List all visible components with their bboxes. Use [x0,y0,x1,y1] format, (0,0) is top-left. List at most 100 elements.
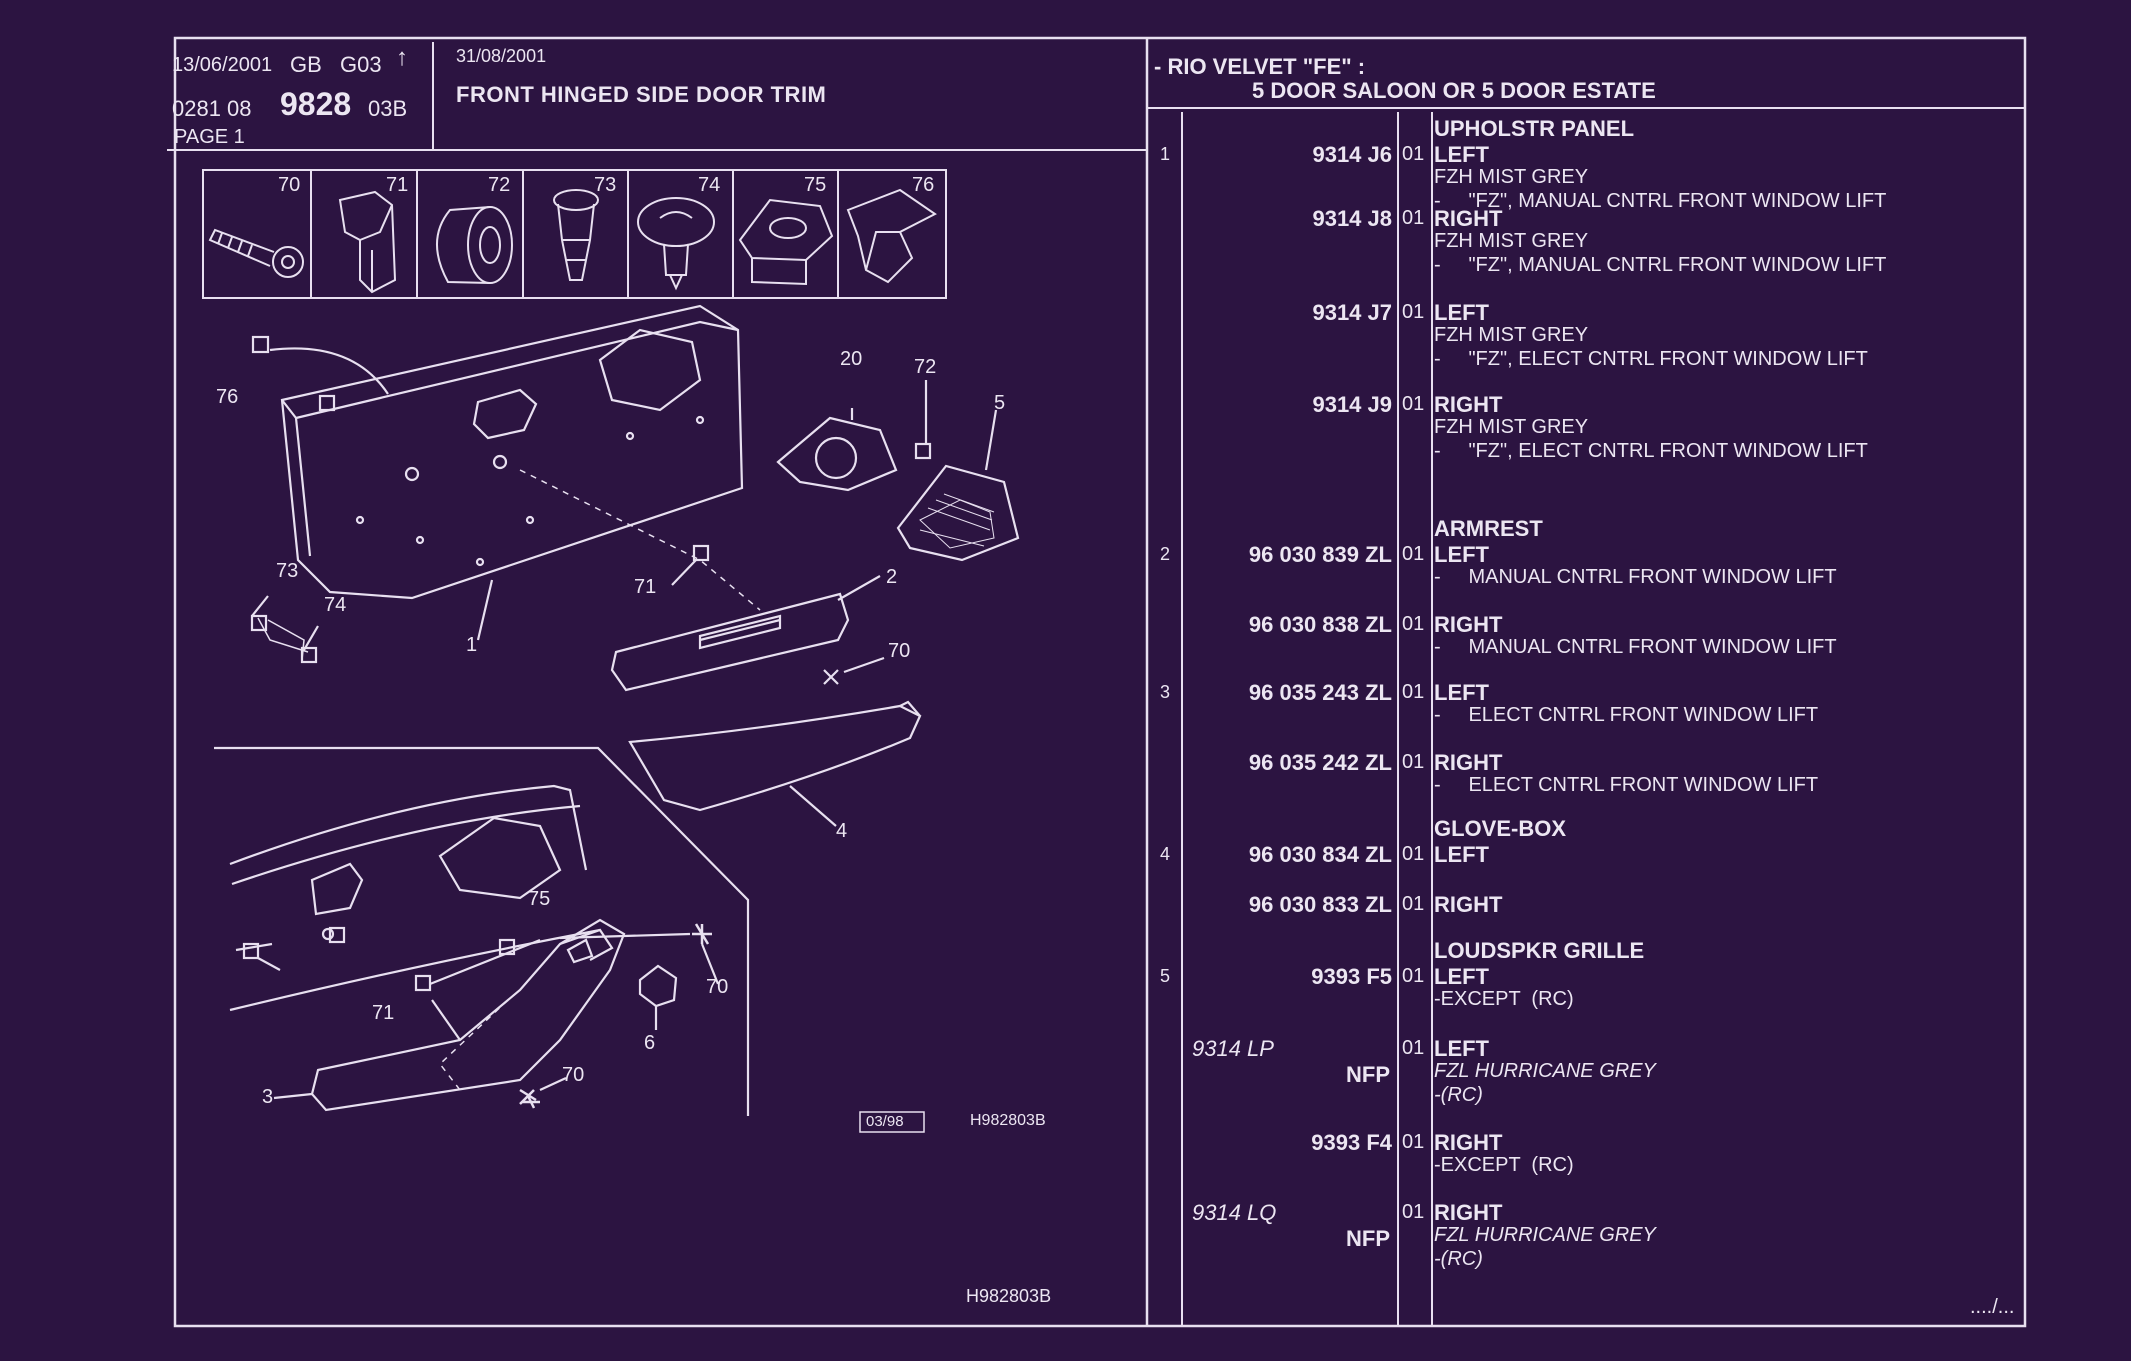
quantity: 01 [1402,1131,1425,1153]
update-date: 31/08/2001 [456,46,547,66]
quantity: 01 [1402,1037,1425,1059]
door-panel-outline [280,304,744,600]
part-description: FZH MIST GREY [1434,166,1589,188]
part-number: 9314 LQ [1192,1200,1277,1225]
fastener-label: 72 [488,174,511,196]
part-description: - "FZ", MANUAL CNTRL FRONT WINDOW LIFT [1434,190,1887,212]
quantity: 01 [1402,1201,1425,1223]
part-description: FZH MIST GREY [1434,416,1589,438]
part-description: -(RC) [1434,1248,1483,1270]
part-number: 9314 LP [1192,1036,1274,1061]
part-number: 96 030 833 ZL [1248,892,1392,917]
callout-20: 20 [840,348,863,370]
diagram-date: 03/98 [866,1113,904,1130]
holder-icon [738,198,834,286]
side-label: RIGHT [1434,392,1503,417]
part-number: 9314 J6 [1312,142,1392,167]
model-line-1: - RIO VELVET "FE" : [1154,54,1366,79]
callout-2: 2 [886,566,898,588]
quantity: 01 [1402,843,1425,865]
nfp-tag: NFP [1346,1226,1390,1251]
side-label: RIGHT [1434,1130,1503,1155]
part-description: FZH MIST GREY [1434,230,1589,252]
callout-73: 73 [276,560,299,582]
quantity: 01 [1402,207,1425,229]
part-description: FZL HURRICANE GREY [1434,1224,1656,1246]
callout-71: 71 [634,576,657,598]
callout-74: 74 [324,594,347,616]
quantity: 01 [1402,301,1425,323]
part-number: 9314 J9 [1312,392,1392,417]
push-pin-icon [553,189,599,281]
side-label: RIGHT [1434,750,1503,775]
callout-72: 72 [914,356,937,378]
armrest-lower-outline [310,918,626,1112]
side-label: RIGHT [1434,612,1503,637]
arrow-up-icon: ↑ [396,44,408,71]
speaker-grille-outline [896,464,1020,562]
section-heading: GLOVE-BOX [1434,816,1567,841]
quantity: 01 [1402,393,1425,415]
side-label: LEFT [1434,680,1489,705]
callout-5: 5 [994,392,1006,414]
model-line-2: 5 DOOR SALOON OR 5 DOOR ESTATE [1252,78,1656,103]
fastener-label: 70 [278,174,301,196]
callout-76: 76 [216,386,239,408]
part-number: 9314 J7 [1312,300,1392,325]
item-number: 5 [1160,966,1171,986]
callout-3: 3 [262,1086,274,1108]
part-description: FZL HURRICANE GREY [1434,1060,1656,1082]
part-number: 9393 F5 [1311,964,1392,989]
fastener-label: 76 [912,174,935,196]
part-description: -EXCEPT (RC) [1434,988,1574,1010]
quantity: 01 [1402,143,1425,165]
diagram-ref: H982803B [970,1112,1046,1129]
part-description: - ELECT CNTRL FRONT WINDOW LIFT [1434,774,1819,796]
side-label: LEFT [1434,300,1489,325]
group-code: G03 [340,52,382,77]
quantity: 01 [1402,893,1425,915]
side-label: LEFT [1434,542,1489,567]
fastener-label: 75 [804,174,827,196]
section-heading: UPHOLSTR PANEL [1434,116,1635,141]
quantity: 01 [1402,965,1425,987]
part-number: 9393 F4 [1311,1130,1392,1155]
rivet-icon [637,197,715,291]
part-number: 96 030 838 ZL [1248,612,1392,637]
issue-date: 13/06/2001 [172,54,273,76]
bracket-icon [846,188,937,284]
ref-prefix: 0281 08 [172,96,252,121]
part-number: 96 035 242 ZL [1248,750,1392,775]
glovebox-outline [628,704,922,812]
part-description: - MANUAL CNTRL FRONT WINDOW LIFT [1434,636,1837,658]
fastener-label: 71 [386,174,409,196]
part-number: 96 030 839 ZL [1248,542,1392,567]
part-description: - "FZ", ELECT CNTRL FRONT WINDOW LIFT [1434,348,1868,370]
callout-71: 71 [372,1002,395,1024]
part-description: - "FZ", MANUAL CNTRL FRONT WINDOW LIFT [1434,254,1887,276]
callout-6: 6 [644,1032,656,1054]
side-label: RIGHT [1434,892,1503,917]
item-number: 2 [1160,544,1171,564]
item-number: 1 [1160,144,1171,164]
side-label: RIGHT [1434,1200,1503,1225]
side-label: LEFT [1434,142,1489,167]
part-description: -EXCEPT (RC) [1434,1154,1574,1176]
item-number: 4 [1160,844,1171,864]
section-heading: LOUDSPKR GRILLE [1434,938,1645,963]
callout-1: 1 [466,634,478,656]
side-label: LEFT [1434,964,1489,989]
quantity: 01 [1402,751,1425,773]
screw-icon [208,228,304,278]
side-label: LEFT [1434,842,1489,867]
callout-4: 4 [836,820,848,842]
ref-suffix: 03B [368,96,408,121]
callout-70: 70 [706,976,729,998]
quantity: 01 [1402,543,1425,565]
country-code: GB [290,52,322,77]
part-description: FZH MIST GREY [1434,324,1589,346]
grommet-icon [436,206,513,284]
fastener-label: 73 [594,174,617,196]
diagram-ref-bottom: H982803B [966,1286,1052,1306]
